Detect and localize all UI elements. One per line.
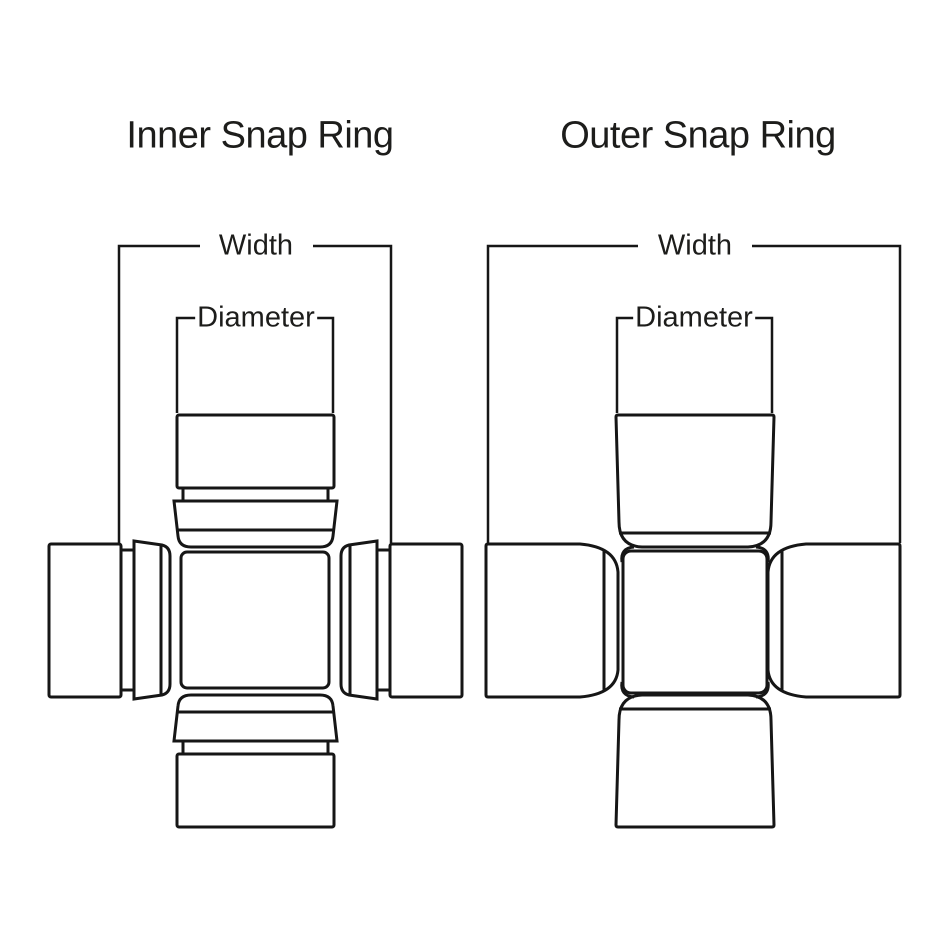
outer-right-cap bbox=[766, 542, 902, 699]
inner-right-collar bbox=[339, 539, 379, 701]
inner-right-cap bbox=[388, 542, 464, 699]
inner-bottom-collar bbox=[172, 693, 339, 743]
inner-right-band bbox=[375, 548, 392, 692]
outer-joint-drawing bbox=[484, 244, 902, 829]
inner-top-collar bbox=[172, 499, 339, 549]
inner-left-band bbox=[119, 548, 136, 692]
inner-bottom-band bbox=[181, 739, 330, 756]
outer-body-fillet-top-right bbox=[755, 545, 770, 563]
outer-diameter-bracket bbox=[615, 316, 774, 413]
outer-left-cap bbox=[484, 542, 620, 699]
inner-body bbox=[179, 550, 331, 690]
outer-diameter-label: Diameter bbox=[633, 301, 755, 335]
inner-left-cap bbox=[47, 542, 123, 699]
outer-width-label: Width bbox=[655, 229, 735, 263]
outer-top-cap bbox=[614, 413, 776, 549]
outer-width-bracket bbox=[486, 244, 902, 543]
outer-snap-ring-title: Outer Snap Ring bbox=[560, 114, 836, 157]
outer-body-fillet-bottom-right bbox=[755, 681, 770, 699]
outer-body bbox=[621, 549, 769, 695]
inner-joint-drawing bbox=[47, 244, 464, 829]
inner-width-bracket bbox=[117, 244, 393, 543]
inner-bottom-cap bbox=[175, 752, 336, 829]
inner-top-band bbox=[181, 486, 330, 503]
outer-body-fillet-bottom-left bbox=[620, 681, 635, 699]
inner-top-cap bbox=[175, 413, 336, 490]
inner-left-collar bbox=[132, 539, 172, 701]
inner-diameter-bracket bbox=[175, 316, 335, 413]
inner-diameter-label: Diameter bbox=[195, 301, 317, 335]
inner-snap-ring-title: Inner Snap Ring bbox=[126, 114, 394, 157]
outer-body-fillet-top-left bbox=[620, 545, 635, 563]
outer-bottom-cap bbox=[614, 693, 776, 829]
inner-width-label: Width bbox=[216, 229, 296, 263]
